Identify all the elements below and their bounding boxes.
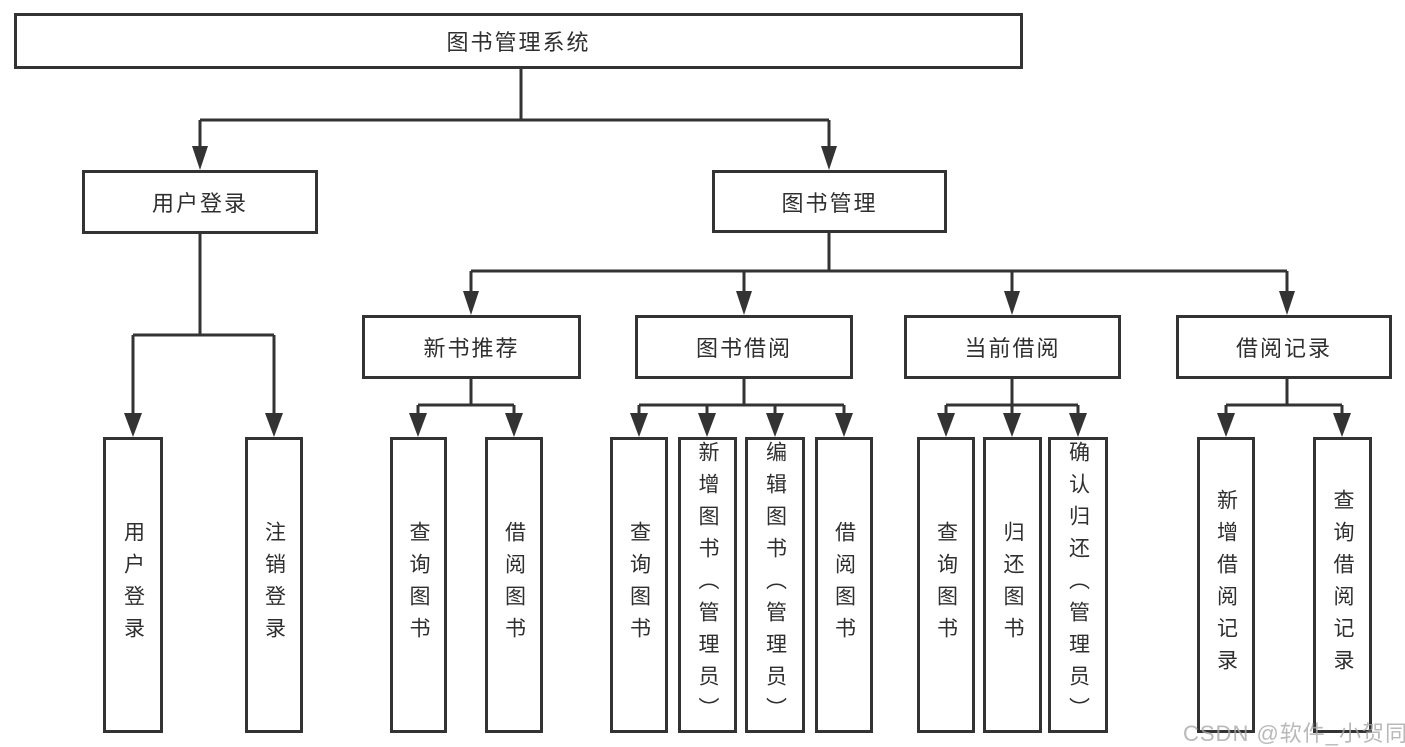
leaf-borrowing-borrow-books: 借阅图书 <box>815 437 873 733</box>
leaf-user-login-label: 用户登录 <box>121 521 145 649</box>
leaf-user-login: 用户登录 <box>103 437 163 733</box>
leaf-borrowing-query-books: 查询图书 <box>610 437 668 733</box>
leaf-edit-books-admin-label: 编辑图书（管理员） <box>763 441 787 729</box>
leaf-confirm-return-admin-label: 确认归还（管理员） <box>1066 441 1090 729</box>
node-root-system-label: 图书管理系统 <box>446 30 591 55</box>
node-borrowing-records: 借阅记录 <box>1176 315 1392 379</box>
leaf-add-books-admin-label: 新增图书（管理员） <box>696 441 719 729</box>
leaf-query-borrow-record: 查询借阅记录 <box>1313 437 1372 733</box>
node-book-borrowing: 图书借阅 <box>635 315 853 379</box>
leaf-return-books: 归还图书 <box>983 437 1042 733</box>
leaf-recommend-query-books-label: 查询图书 <box>407 521 430 649</box>
leaf-current-query-books: 查询图书 <box>917 437 975 733</box>
leaf-return-books-label: 归还图书 <box>1001 521 1024 649</box>
node-book-management-label: 图书管理 <box>781 190 878 216</box>
node-new-book-recommend: 新书推荐 <box>362 315 581 379</box>
node-book-management: 图书管理 <box>712 170 947 233</box>
leaf-logout-label: 注销登录 <box>262 521 286 649</box>
node-book-borrowing-label: 图书借阅 <box>695 336 792 361</box>
node-user-login-label: 用户登录 <box>151 191 248 216</box>
leaf-add-borrow-record-label: 新增借阅记录 <box>1214 489 1238 681</box>
leaf-recommend-borrow-books: 借阅图书 <box>485 437 543 733</box>
leaf-add-books-admin: 新增图书（管理员） <box>678 437 737 733</box>
leaf-borrowing-borrow-books-label: 借阅图书 <box>832 521 856 649</box>
leaf-current-query-books-label: 查询图书 <box>934 521 958 649</box>
watermark: CSDN @软件_小贺同学 <box>1183 721 1405 746</box>
node-current-borrowing: 当前借阅 <box>904 315 1121 379</box>
leaf-borrowing-query-books-label: 查询图书 <box>627 521 651 649</box>
leaf-logout: 注销登录 <box>245 437 303 733</box>
leaf-confirm-return-admin: 确认归还（管理员） <box>1048 437 1108 733</box>
node-borrowing-records-label: 借阅记录 <box>1235 336 1332 361</box>
node-user-login: 用户登录 <box>82 170 318 234</box>
leaf-recommend-borrow-books-label: 借阅图书 <box>502 521 526 649</box>
leaf-edit-books-admin: 编辑图书（管理员） <box>745 437 805 733</box>
node-current-borrowing-label: 当前借阅 <box>964 336 1061 361</box>
leaf-add-borrow-record: 新增借阅记录 <box>1197 437 1255 733</box>
node-root-system: 图书管理系统 <box>14 13 1023 69</box>
leaf-recommend-query-books: 查询图书 <box>390 437 447 733</box>
node-new-book-recommend-label: 新书推荐 <box>423 336 520 361</box>
leaf-query-borrow-record-label: 查询借阅记录 <box>1331 489 1354 681</box>
